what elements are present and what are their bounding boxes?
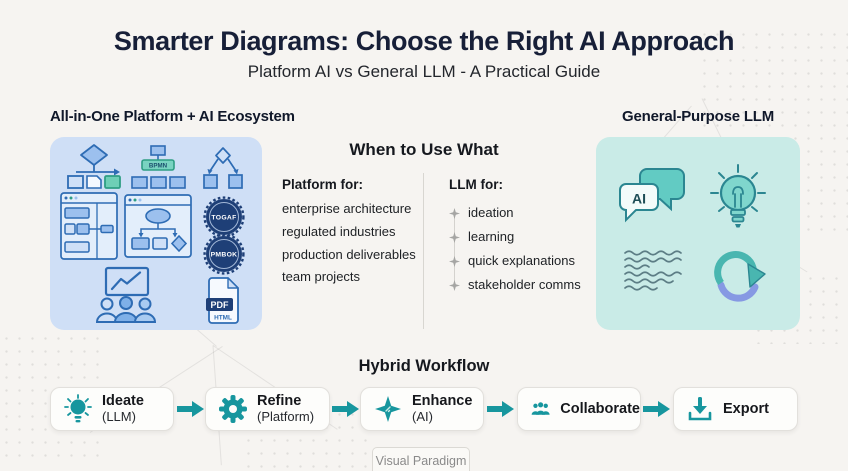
arrow-right-icon — [332, 401, 359, 417]
workflow-step-ideate: Ideate (LLM) — [50, 387, 174, 431]
platform-item: regulated industries — [282, 223, 396, 239]
spark-bullet-icon — [449, 279, 460, 291]
platform-for-label: Platform for: — [282, 177, 363, 192]
workflow-step-text: Enhance (AI) — [412, 393, 472, 425]
arrow-right-icon — [487, 401, 514, 417]
workflow-step-title: Export — [723, 400, 769, 417]
arrow-right-icon — [643, 401, 670, 417]
lightbulb-icon — [64, 394, 92, 423]
center-heading: When to Use What — [349, 140, 499, 159]
platform-item: enterprise architecture — [282, 201, 412, 217]
workflow-step-text: Export — [723, 401, 769, 418]
spark-bullet-icon — [449, 231, 460, 243]
presentation-team-icon — [95, 266, 157, 323]
workflow-step-refine: Refine (Platform) — [205, 387, 330, 431]
workflow-heading: Hybrid Workflow — [358, 357, 490, 375]
platform-for-column: Platform for: enterprise architecture re… — [282, 176, 416, 292]
spark-bullet-icon — [449, 255, 460, 267]
sparkle-icon — [375, 396, 401, 422]
workflow-step-collaborate: Collaborate — [517, 387, 641, 431]
workflow-step-title: Refine — [257, 393, 302, 410]
html-label: HTML — [214, 315, 232, 322]
llm-item-label: stakeholder comms — [468, 276, 581, 292]
ai-label: AI — [632, 191, 646, 207]
platform-item: team projects — [282, 269, 361, 285]
right-section-heading: General-Purpose LLM — [622, 108, 775, 125]
llm-item: learning — [449, 225, 599, 249]
decision-tree-icon — [203, 147, 243, 189]
flowchart-icon — [67, 144, 121, 189]
pmbok-badge: PMBOK — [203, 233, 245, 275]
llm-item-label: quick explanations — [468, 252, 575, 268]
llm-for-label: LLM for: — [449, 177, 503, 192]
llm-item: stakeholder comms — [449, 273, 599, 297]
workflow-step-export: Export — [673, 387, 798, 431]
text-waves-icon — [624, 250, 682, 291]
llm-for-column: LLM for: ideation learning quick explana… — [449, 176, 599, 297]
llm-item: quick explanations — [449, 249, 599, 273]
ai-chat-icon: AI — [619, 168, 685, 223]
workflow-step-text: Ideate (LLM) — [102, 393, 144, 425]
bpmn-label: BPMN — [149, 163, 168, 170]
workflow-step-subtitle: (Platform) — [257, 408, 315, 424]
bpmn-tree-icon: BPMN — [131, 145, 186, 189]
left-section-heading: All-in-One Platform + AI Ecosystem — [50, 108, 295, 125]
pdf-label: PDF — [211, 300, 230, 310]
llm-item-label: ideation — [468, 204, 514, 220]
workflow-step-enhance: Enhance (AI) — [360, 387, 484, 431]
page-title: Smarter Diagrams: Choose the Right AI Ap… — [113, 26, 735, 56]
page-subtitle: Platform AI vs General LLM - A Practical… — [247, 62, 601, 81]
column-divider — [423, 173, 424, 329]
platform-ecosystem-panel: BPMN — [50, 137, 262, 330]
togaf-label: TOGAF — [211, 215, 236, 222]
togaf-badge: TOGAF — [203, 196, 245, 238]
people-icon — [531, 402, 550, 415]
pdf-html-file-icon: PDF HTML — [206, 277, 239, 324]
refresh-cycle-icon — [714, 251, 766, 302]
workflow-step-title: Collaborate — [560, 400, 640, 417]
platform-item: production deliverables — [282, 246, 416, 262]
workflow-step-text: Refine (Platform) — [257, 393, 314, 425]
workflow-step-text: Collaborate — [560, 401, 640, 418]
workflow-step-subtitle: (AI) — [412, 408, 433, 424]
llm-item-list: ideation learning quick explanations sta… — [449, 201, 599, 297]
gear-icon — [219, 395, 247, 423]
workflow-step-subtitle: (LLM) — [102, 408, 136, 424]
llm-item: ideation — [449, 201, 599, 225]
download-icon — [688, 397, 712, 421]
general-llm-panel: AI — [596, 137, 800, 330]
pmbok-label: PMBOK — [211, 252, 238, 259]
llm-connector-line — [454, 211, 455, 286]
llm-item-label: learning — [468, 228, 515, 244]
workflow-step-title: Enhance — [412, 393, 473, 410]
flowchart-window-icon — [124, 194, 192, 258]
table-window-icon — [60, 192, 118, 260]
lightbulb-idea-icon — [710, 164, 766, 228]
spark-bullet-icon — [449, 207, 460, 219]
arrow-right-icon — [177, 401, 204, 417]
workflow-step-title: Ideate — [102, 393, 144, 410]
visual-paradigm-badge[interactable]: Visual Paradigm — [372, 447, 470, 471]
